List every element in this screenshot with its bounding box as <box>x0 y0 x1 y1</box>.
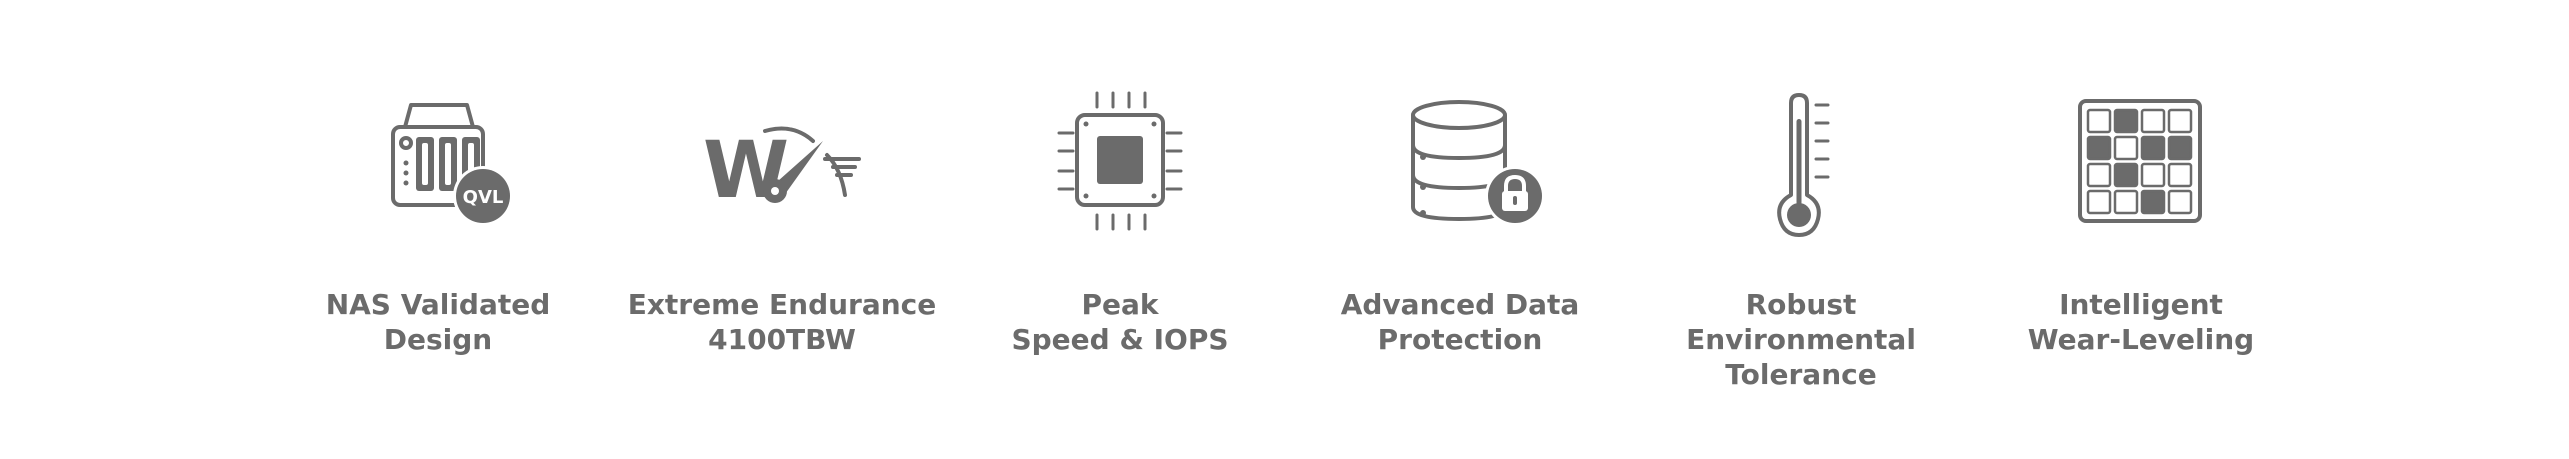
feature-label-line: Design <box>383 323 493 356</box>
feature-label-line: Peak <box>1081 288 1159 321</box>
chip-icon <box>1025 85 1215 245</box>
feature-label: Extreme Endurance 4100TBW <box>612 287 952 357</box>
feature-label-line: Extreme Endurance <box>627 288 937 321</box>
feature-label: Intelligent Wear-Leveling <box>1971 287 2311 357</box>
feature-label-line: Robust <box>1745 288 1857 321</box>
nas-icon: QVL <box>343 85 533 245</box>
feature-label-line: Environmental <box>1686 323 1916 356</box>
feature-environmental-tolerance: Robust Environmental Tolerance <box>1631 0 1971 459</box>
feature-label-line: Protection <box>1377 323 1543 356</box>
wear-leveling-grid-icon <box>2046 85 2236 245</box>
thermometer-graphic <box>1777 93 1830 237</box>
feature-label-line: NAS Validated <box>325 288 551 321</box>
endurance-gauge-icon: W <box>687 85 877 245</box>
feature-label: Robust Environmental Tolerance <box>1631 287 1971 392</box>
feature-nas-validated: QVL NAS Validated Design <box>268 0 608 459</box>
feature-data-protection: Advanced Data Protection <box>1290 0 1630 459</box>
endurance-gauge-graphic: W <box>703 126 861 216</box>
feature-label: Peak Speed & IOPS <box>950 287 1290 357</box>
feature-label-line: Speed & IOPS <box>1011 323 1229 356</box>
wear-leveling-grid-graphic <box>2078 99 2202 223</box>
feature-label-line: Intelligent <box>2059 288 2223 321</box>
feature-peak-speed: Peak Speed & IOPS <box>950 0 1290 459</box>
feature-label-line: 4100TBW <box>708 323 856 356</box>
feature-label: Advanced Data Protection <box>1290 287 1630 357</box>
database-lock-icon <box>1365 85 1555 245</box>
qvl-badge: QVL <box>463 187 504 208</box>
database-lock-graphic <box>1411 100 1545 226</box>
feature-wear-leveling: Intelligent Wear-Leveling <box>1971 0 2311 459</box>
feature-label: NAS Validated Design <box>268 287 608 357</box>
feature-label-line: Wear-Leveling <box>2027 323 2255 356</box>
feature-extreme-endurance: W Extreme Endurance 4100TBW <box>612 0 952 459</box>
feature-label-line: Tolerance <box>1725 358 1877 391</box>
nas-icon-graphic: QVL <box>391 103 513 226</box>
chip-graphic <box>1057 91 1183 231</box>
feature-label-line: Advanced Data <box>1340 288 1580 321</box>
thermometer-icon <box>1706 85 1896 245</box>
